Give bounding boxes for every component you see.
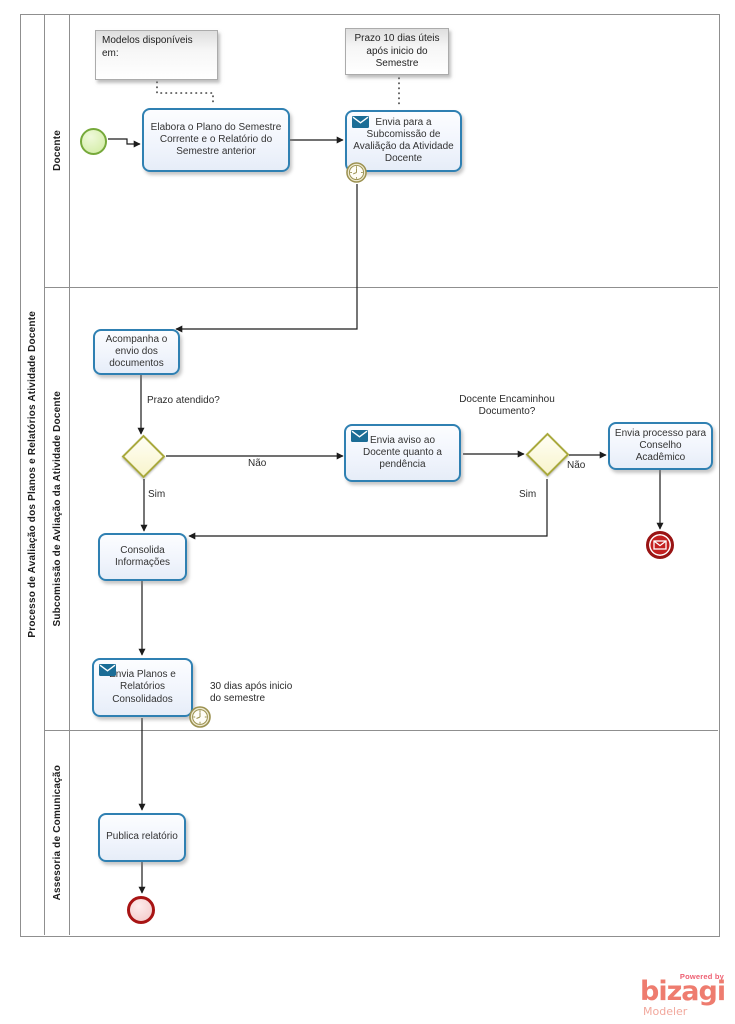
task-consolida[interactable]: Consolida Informações [98, 533, 187, 581]
powered-by-label: Powered by [679, 972, 724, 981]
pool-header[interactable]: Processo de Avaliação dos Planos e Relat… [20, 14, 45, 935]
annotation-modelos-text: Modelos disponíveis em: [102, 35, 193, 59]
pool [20, 14, 720, 937]
task-consolida-label: Consolida Informações [114, 544, 171, 568]
gateway2-no-label: Não [567, 460, 586, 471]
gateway1-no-label: Não [248, 458, 267, 469]
bizagi-watermark: Powered by bizagi Modeler [640, 972, 730, 1018]
gateway2-question-label: Docente Encaminhou Documento? [459, 394, 555, 417]
task-publica-relatorio[interactable]: Publica relatório [98, 813, 186, 862]
gateway2-yes-label: Sim [519, 489, 537, 500]
message-icon [99, 664, 116, 676]
lane-header-docente[interactable]: Docente [45, 14, 70, 287]
lane-divider-2 [45, 730, 718, 731]
task-envia-aviso-label: Envia aviso ao Docente quanto a pendênci… [363, 434, 442, 471]
gateway1-question-label: Prazo atendido? [147, 395, 220, 406]
message-end-event[interactable] [646, 531, 674, 559]
envelope-end-icon [653, 540, 667, 550]
task-envia-subcomissao-label: Envia para a Subcomissão de Avaliãção da… [353, 116, 454, 165]
task-envia-conselho[interactable]: Envia processo para Conselho Acadêmico [608, 422, 713, 470]
task-envia-aviso[interactable]: Envia aviso ao Docente quanto a pendênci… [344, 424, 461, 482]
task-envia-conselho-label: Envia processo para Conselho Acadêmico [614, 427, 707, 464]
timer-boundary-event-2[interactable] [189, 706, 211, 728]
lane-label-subcomissao: Subcomissão de Avliação da Atividade Doc… [51, 390, 63, 627]
timer-boundary-event-1[interactable] [346, 162, 367, 183]
lane-divider-1 [45, 287, 718, 288]
annotation-modelos[interactable]: Modelos disponíveis em: [95, 30, 218, 80]
task-envia-planos-label: Envia Planos e Relatórios Consolidados [109, 669, 176, 705]
task-acompanha-envio-label: Acompanha o envio dos documentos [105, 333, 168, 370]
start-event[interactable] [80, 128, 107, 155]
task-envia-subcomissao[interactable]: Envia para a Subcomissão de Avaliãção da… [345, 110, 462, 172]
lane-label-assesoria: Assesoria de Comunicação [51, 764, 63, 901]
lane-header-assesoria[interactable]: Assesoria de Comunicação [45, 730, 70, 935]
task-acompanha-envio[interactable]: Acompanha o envio dos documentos [93, 329, 180, 375]
task-elabora-plano[interactable]: Elabora o Plano do Semestre Corrente e o… [142, 108, 290, 172]
annotation-prazo[interactable]: Prazo 10 dias úteis após inicio do Semes… [345, 28, 449, 75]
end-event[interactable] [127, 896, 155, 924]
timer2-annotation: 30 dias após inicio do semestre [210, 681, 293, 704]
task-envia-planos[interactable]: Envia Planos e Relatórios Consolidados [92, 658, 193, 717]
bizagi-logo: bizagi [640, 976, 726, 1007]
annotation-prazo-text: Prazo 10 dias úteis após inicio do Semes… [354, 33, 440, 69]
message-icon [351, 430, 368, 442]
lane-header-subcomissao[interactable]: Subcomissão de Avliação da Atividade Doc… [45, 287, 70, 730]
task-elabora-plano-label: Elabora o Plano do Semestre Corrente e o… [150, 121, 282, 158]
task-publica-relatorio-label: Publica relatório [106, 831, 178, 843]
modeler-label: Modeler [643, 1004, 688, 1018]
lane-label-docente: Docente [51, 130, 63, 171]
pool-title: Processo de Avaliação dos Planos e Relat… [26, 311, 38, 638]
gateway1-yes-label: Sim [148, 489, 166, 500]
message-icon [352, 116, 369, 128]
